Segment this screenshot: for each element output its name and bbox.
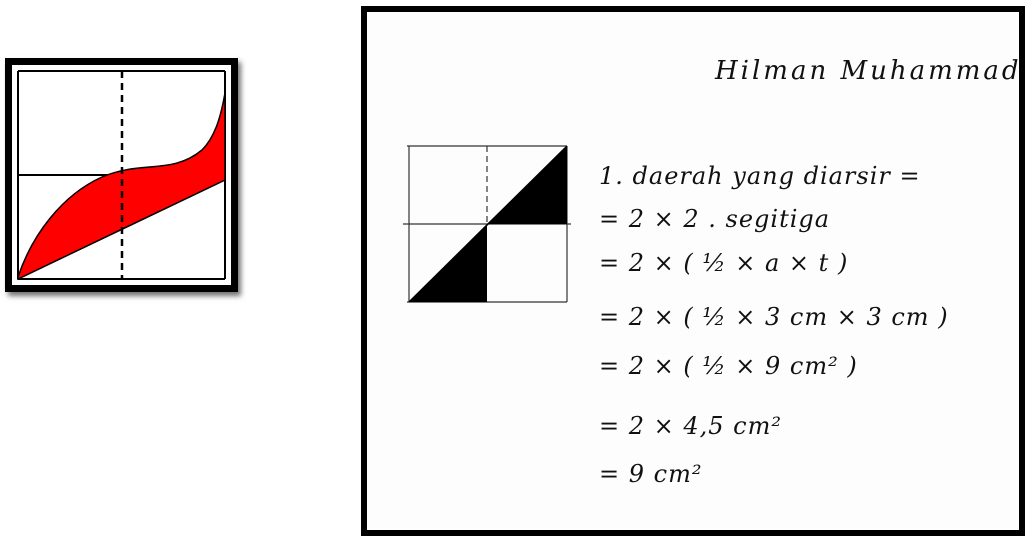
diagram-diagonal [408, 145, 568, 303]
worksheet-diagram [403, 145, 571, 303]
worksheet-line-3: = 2 × ( ½ × a × t ) [599, 249, 849, 277]
worksheet-line-2: = 2 × 2 . segitiga [599, 205, 831, 233]
worksheet-line-1: 1. daerah yang diarsir = [599, 162, 921, 190]
reference-figure-panel [5, 58, 238, 292]
author-name: Hilman Muhammad [715, 56, 1022, 86]
worksheet-line-5: = 2 × ( ½ × 9 cm² ) [599, 352, 858, 380]
reference-figure [12, 65, 231, 285]
worksheet-line-7: = 9 cm² [599, 460, 703, 488]
worksheet-panel: Hilman Muhammad 1. daerah yang diarsir =… [361, 6, 1025, 536]
worksheet-line-6: = 2 × 4,5 cm² [599, 412, 782, 440]
worksheet-line-4: = 2 × ( ½ × 3 cm × 3 cm ) [599, 303, 949, 331]
